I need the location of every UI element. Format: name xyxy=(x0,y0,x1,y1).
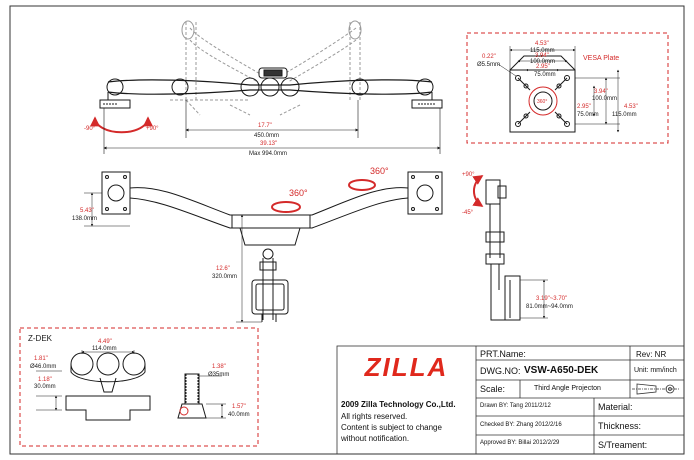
notice-line-2: without notification. xyxy=(341,434,410,443)
vesa-hole-mm: Ø5.5mm xyxy=(477,62,500,68)
zdek-w-in: 4.49" xyxy=(98,339,112,345)
zdek-d-mm: Ø46.0mm xyxy=(30,364,56,370)
vesa-d100-mm: 100.0mm xyxy=(530,59,555,65)
pole-height-mm: 320.0mm xyxy=(212,274,237,280)
vesa-d115-in: 4.53" xyxy=(535,41,549,47)
zdek-b-in: 1.57" xyxy=(232,404,246,410)
vesa-d75-mm: 75.0mm xyxy=(534,72,556,78)
zdek-d-in: 1.81" xyxy=(34,356,48,362)
front-view xyxy=(101,171,443,322)
vesa-plate xyxy=(497,46,620,133)
title-block-grid xyxy=(336,345,685,455)
rot2-label: 360° xyxy=(370,166,389,176)
vesa-v115-mm: 115.0mm xyxy=(612,112,637,118)
scale-label: Scale: xyxy=(480,384,506,394)
material-label: Material: xyxy=(598,402,633,412)
rot-pos-label: +90° xyxy=(146,126,159,132)
vesa-rot: 360° xyxy=(537,99,547,105)
brand-logo: ZILLA xyxy=(364,352,449,382)
drawn-by: Drawn BY: Tang 2011/2/12 xyxy=(480,403,551,409)
vesa-d100-in: 3.94" xyxy=(535,53,549,59)
pole-height-in: 12.6" xyxy=(216,266,230,272)
rev-label: Rev: NR xyxy=(636,350,667,359)
front-height-mm: 138.0mm xyxy=(72,216,97,222)
vesa-d115-mm: 115.0mm xyxy=(530,48,555,54)
vesa-v100-in: 3.94" xyxy=(594,89,608,95)
vesa-v100-mm: 100.0mm xyxy=(592,96,617,102)
projection-label: Third Angle Projecton xyxy=(534,385,601,392)
dwg-number: VSW-A650-DEK xyxy=(524,365,599,376)
prt-name-label: PRT.Name: xyxy=(480,349,526,359)
unit-label: Unit: mm/inch xyxy=(634,367,677,374)
zdek-p-mm: Ø35mm xyxy=(208,372,229,378)
tilt-arc xyxy=(472,175,484,207)
swivel-arc xyxy=(90,116,153,134)
dim-inner-mm: 450.0mm xyxy=(254,133,279,139)
projection-symbol-icon xyxy=(632,383,680,395)
vesa-hole-in: 0.22" xyxy=(482,54,496,60)
copyright-text: 2009 Zilla Technology Co.,Ltd. xyxy=(341,400,456,409)
dim-outer-in: 39.13" xyxy=(260,141,277,147)
notice-line-1: Content is subject to change xyxy=(341,423,442,432)
vesa-box xyxy=(466,32,669,144)
front-dimensions xyxy=(84,192,262,323)
zdek-box xyxy=(19,327,259,447)
zdek-parts xyxy=(65,352,207,421)
zdek-p-in: 1.38" xyxy=(212,364,226,370)
side-view xyxy=(485,179,521,321)
zdek-title: Z-DEK xyxy=(28,334,53,343)
zdek-h-in: 1.18" xyxy=(38,377,52,383)
zdek-b-mm: 40.0mm xyxy=(228,412,250,418)
vesa-d75-in: 2.95" xyxy=(536,64,550,70)
front-height-in: 5.43" xyxy=(80,208,94,214)
zdek-w-mm: 114.0mm xyxy=(92,346,117,352)
clamp-range-in: 3.19"~3.70" xyxy=(536,296,567,302)
approved-by: Approved BY: Billai 2012/2/29 xyxy=(480,440,560,446)
vesa-v75-in: 2.95" xyxy=(577,104,591,110)
clamp-range-mm: 81.0mm~94.0mm xyxy=(526,304,573,310)
rotation-arc-2 xyxy=(348,179,376,191)
dim-outer-mm: Max 994.0mm xyxy=(249,151,287,157)
dim-inner-in: 17.7" xyxy=(258,123,272,129)
vesa-title: VESA Plate xyxy=(583,55,619,62)
top-dimensions xyxy=(103,100,441,154)
vesa-v75-mm: 75.0mm xyxy=(577,112,599,118)
thickness-label: Thickness: xyxy=(598,421,642,431)
zdek-dimensions xyxy=(36,350,226,419)
dwg-label: DWG.NO: xyxy=(480,366,521,376)
rights-text: All rights reserved. xyxy=(341,412,408,421)
rotation-arc-1 xyxy=(271,201,301,213)
vesa-v115-in: 4.53" xyxy=(624,104,638,110)
side-dimensions xyxy=(520,279,548,319)
treatment-label: S/Treament: xyxy=(598,440,648,450)
tilt-pos-label: +90° xyxy=(462,172,475,178)
tilt-neg-label: -45° xyxy=(462,210,474,216)
top-view xyxy=(99,20,443,116)
checked-by: Checked BY: Zhang 2012/2/16 xyxy=(480,422,562,428)
rot1-label: 360° xyxy=(289,188,308,198)
rot-neg-label: -90° xyxy=(84,126,96,132)
zdek-h-mm: 30.0mm xyxy=(34,384,56,390)
